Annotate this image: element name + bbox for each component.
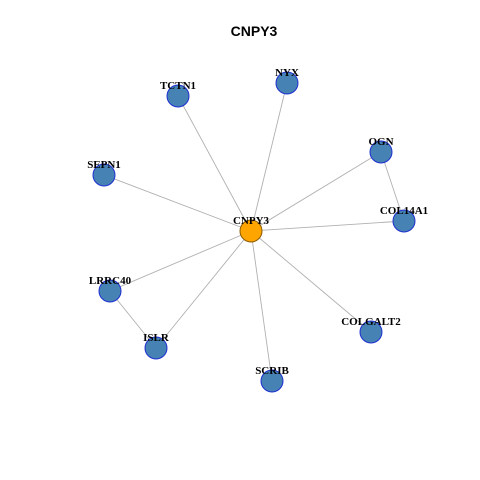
node-col14a1: [392, 209, 416, 233]
edge-cnpy3-scrib: [250, 230, 273, 382]
edge-cnpy3-lrrc40: [109, 230, 252, 292]
node-nyx: [275, 71, 299, 95]
node-label-ogn: OGN: [368, 136, 393, 148]
node-scrib: [260, 369, 284, 393]
edges-layer: [103, 82, 405, 382]
node-label-scrib: SCRIB: [255, 365, 289, 377]
edge-ogn-col14a1: [380, 151, 405, 222]
node-tctn1: [166, 84, 190, 108]
node-islr: [144, 336, 168, 360]
node-colgalt2: [359, 320, 383, 344]
node-label-islr: ISLR: [143, 332, 170, 344]
node-label-colgalt2: COLGALT2: [341, 316, 401, 328]
node-label-col14a1: COL14A1: [380, 205, 428, 217]
edge-cnpy3-tctn1: [177, 95, 252, 232]
diagram-title: CNPY3: [231, 23, 278, 39]
edge-cnpy3-sepn1: [103, 174, 252, 232]
node-sepn1: [92, 163, 116, 187]
edge-cnpy3-islr: [155, 230, 252, 349]
edge-cnpy3-colgalt2: [250, 230, 372, 333]
node-label-nyx: NYX: [275, 67, 299, 79]
edge-cnpy3-col14a1: [250, 220, 405, 232]
edge-cnpy3-nyx: [250, 82, 288, 232]
edge-cnpy3-ogn: [250, 151, 382, 232]
edge-lrrc40-islr: [109, 290, 157, 349]
node-cnpy3: [239, 219, 263, 243]
node-label-tctn1: TCTN1: [160, 80, 196, 92]
node-label-lrrc40: LRRC40: [89, 275, 132, 287]
nodes-layer: [92, 71, 416, 393]
node-ogn: [369, 140, 393, 164]
node-label-sepn1: SEPN1: [87, 159, 121, 171]
node-label-cnpy3: CNPY3: [233, 215, 270, 227]
node-lrrc40: [98, 279, 122, 303]
